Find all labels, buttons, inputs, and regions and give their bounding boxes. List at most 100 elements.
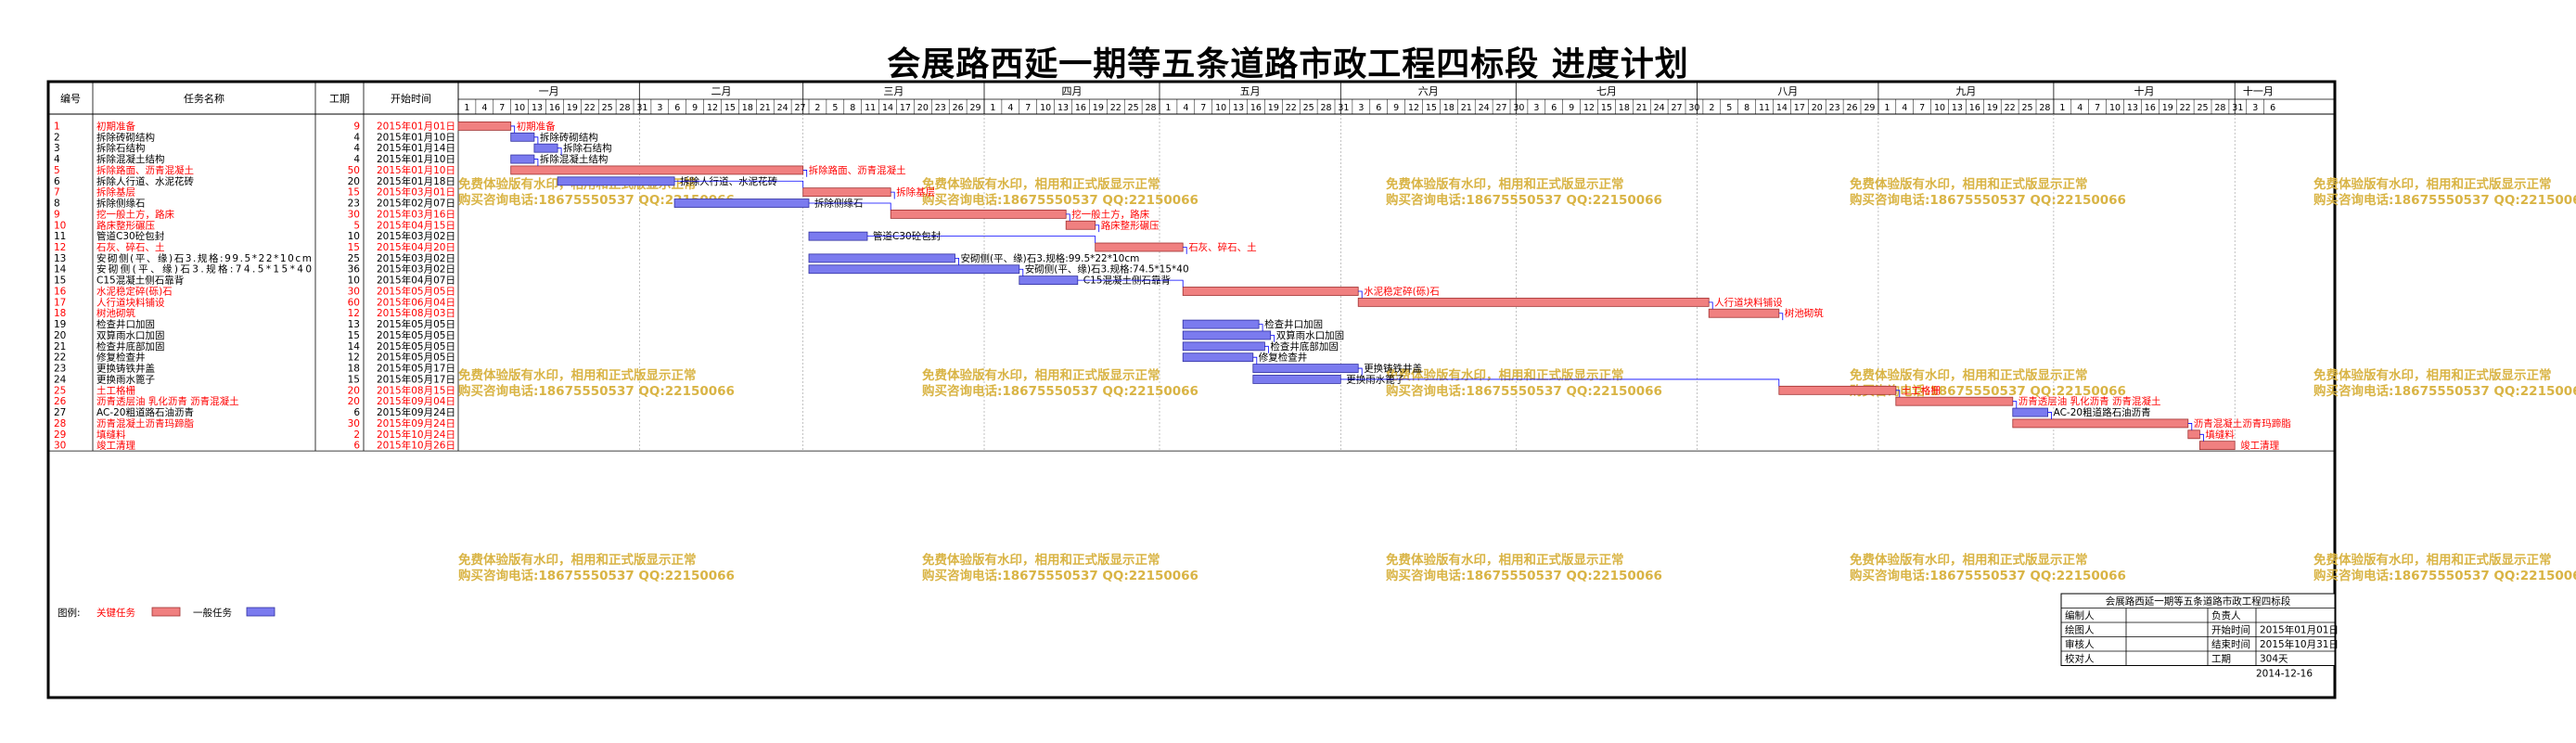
task-start: 2015年08月15日 xyxy=(377,384,455,396)
task-duration: 10 xyxy=(348,275,360,287)
task-duration: 6 xyxy=(353,441,360,452)
dependency-link xyxy=(802,170,808,177)
month-label: 一月 xyxy=(539,85,559,97)
task-start: 2015年03月01日 xyxy=(377,186,455,199)
task-start: 2015年08月03日 xyxy=(377,307,455,319)
legend-label: 图例: xyxy=(58,607,81,619)
task-bar-label: 检查井口加固 xyxy=(1264,318,1323,330)
task-start: 2015年03月02日 xyxy=(377,263,455,275)
day-tick-label: 28 xyxy=(2039,103,2050,113)
task-start: 2015年04月07日 xyxy=(377,275,455,287)
day-tick-label: 15 xyxy=(1601,103,1612,113)
day-tick-label: 24 xyxy=(777,103,788,113)
dependency-link xyxy=(867,236,1096,244)
task-id: 11 xyxy=(54,231,66,242)
day-tick-label: 3 xyxy=(1358,103,1364,113)
task-name: 水泥稳定碎(砾)石 xyxy=(96,285,173,297)
task-bar-label: 挖一般土方，路床 xyxy=(1071,208,1149,220)
task-name: 竣工清理 xyxy=(96,440,135,452)
dependency-link xyxy=(1252,356,1258,365)
task-bar xyxy=(2012,407,2049,417)
day-tick-label: 13 xyxy=(1233,103,1244,113)
info-box-heading: 会展路西延一期等五条道路市政工程四标段 xyxy=(2106,596,2291,608)
day-tick-label: 4 xyxy=(2077,103,2083,113)
task-bar xyxy=(1065,220,1096,230)
task-start: 2015年10月24日 xyxy=(377,429,455,441)
day-tick-label: 10 xyxy=(1934,103,1945,113)
task-name: 检查井口加固 xyxy=(96,318,155,330)
task-start: 2015年05月17日 xyxy=(377,373,455,385)
day-tick-label: 18 xyxy=(742,103,753,113)
task-bar-label: 土工格栅 xyxy=(1902,384,1941,396)
task-bar xyxy=(1019,275,1079,286)
day-tick-label: 24 xyxy=(1654,103,1665,113)
info-box-cell: 负责人 xyxy=(2211,609,2241,621)
dependency-link xyxy=(1259,324,1263,331)
task-bar xyxy=(1357,297,1710,307)
task-duration: 5 xyxy=(353,220,360,231)
task-name: 拆除人行道、水泥花砖 xyxy=(96,175,194,187)
task-name: 沥青透层油 乳化沥青 沥青混凝土 xyxy=(96,395,239,407)
task-name: 修复检查井 xyxy=(96,352,146,364)
task-duration: 60 xyxy=(348,297,360,308)
task-bar-label: 拆除石结构 xyxy=(563,142,612,154)
day-tick-label: 7 xyxy=(1025,103,1031,113)
day-tick-label: 30 xyxy=(1688,103,1699,113)
day-tick-label: 19 xyxy=(1987,103,1998,113)
day-tick-label: 10 xyxy=(1215,103,1226,113)
task-bar xyxy=(1895,396,2014,406)
day-tick-label: 22 xyxy=(1110,103,1121,113)
day-tick-label: 28 xyxy=(1321,103,1332,113)
day-tick-label: 10 xyxy=(514,103,525,113)
info-box-cell: 开始时间 xyxy=(2211,624,2250,636)
day-tick-label: 6 xyxy=(2270,103,2275,113)
month-label: 二月 xyxy=(711,85,732,97)
day-tick-label: 31 xyxy=(1338,103,1349,113)
day-tick-label: 27 xyxy=(795,103,806,113)
task-start: 2015年09月04日 xyxy=(377,395,455,407)
day-tick-label: 28 xyxy=(1146,103,1157,113)
task-id: 9 xyxy=(54,209,60,220)
task-start: 2015年10月26日 xyxy=(377,440,455,452)
day-tick-label: 23 xyxy=(1829,103,1840,113)
dependency-link xyxy=(533,136,539,145)
dependency-link xyxy=(1709,301,1713,310)
task-name: 拆除混凝土结构 xyxy=(96,153,165,165)
day-tick-label: 2 xyxy=(814,103,820,113)
info-box-cell: 2015年10月31日 xyxy=(2260,638,2339,650)
task-duration: 18 xyxy=(348,364,360,375)
task-duration: 30 xyxy=(348,418,360,429)
dependency-link xyxy=(1778,313,1784,321)
day-tick-label: 22 xyxy=(1286,103,1297,113)
day-tick-label: 27 xyxy=(1672,103,1683,113)
watermark-line-2: 购买咨询电话:18675550537 QQ:22150066 xyxy=(2313,383,2576,399)
day-tick-label: 23 xyxy=(935,103,946,113)
day-tick-label: 20 xyxy=(917,103,929,113)
day-tick-label: 10 xyxy=(2109,103,2121,113)
task-start: 2015年01月01日 xyxy=(377,120,455,132)
task-id: 6 xyxy=(54,176,60,187)
day-tick-label: 16 xyxy=(549,103,560,113)
day-tick-label: 11 xyxy=(865,103,876,113)
dependency-link xyxy=(1019,268,1024,276)
day-tick-label: 27 xyxy=(1496,103,1507,113)
task-start: 2015年01月10日 xyxy=(377,164,455,176)
month-label: 六月 xyxy=(1418,85,1439,97)
task-id: 12 xyxy=(54,242,66,253)
watermark-line-1: 免费体验版有水印，相用和正式版显示正常 xyxy=(1386,552,1624,568)
watermark-line-2: 购买咨询电话:18675550537 QQ:22150066 xyxy=(1850,192,2126,208)
task-bar-label: 拆除混凝土结构 xyxy=(540,153,609,165)
task-bar-label: 路床整形碾压 xyxy=(1101,219,1160,231)
day-tick-label: 19 xyxy=(1268,103,1279,113)
task-id: 3 xyxy=(54,143,60,154)
day-tick-label: 7 xyxy=(1919,103,1925,113)
task-duration: 14 xyxy=(348,341,361,352)
task-bar-label: 水泥稳定碎(砾)石 xyxy=(1364,285,1440,297)
dependency-link xyxy=(1270,335,1275,342)
day-tick-label: 1 xyxy=(1165,103,1171,113)
task-name: 填缝料 xyxy=(96,429,126,441)
task-name: 拆除侧缘石 xyxy=(96,198,146,210)
day-tick-label: 3 xyxy=(657,103,662,113)
task-bar xyxy=(1778,385,1897,395)
dependency-link xyxy=(533,159,539,166)
